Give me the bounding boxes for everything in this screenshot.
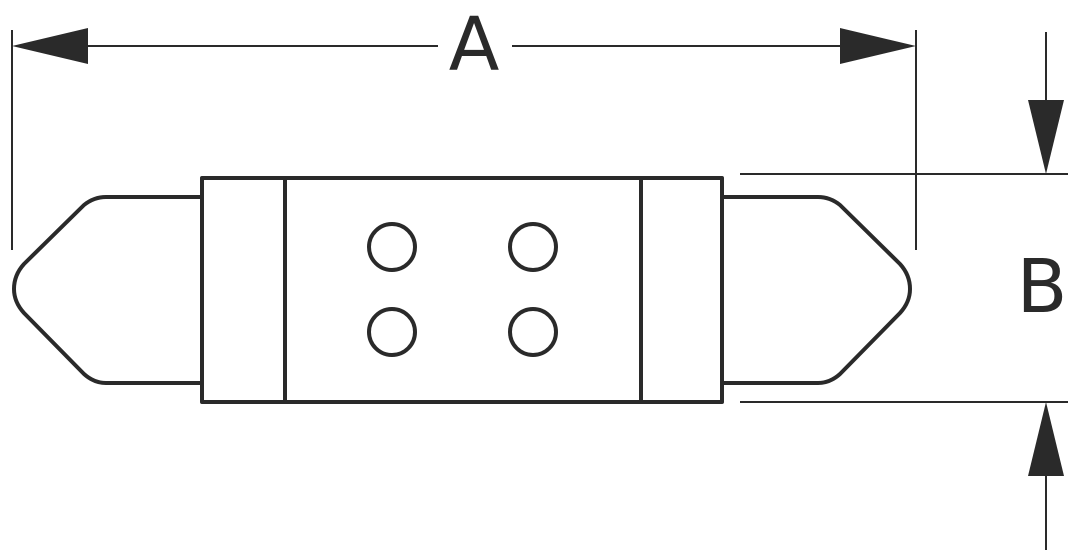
led-chip bbox=[508, 307, 558, 357]
dimension-b bbox=[740, 32, 1068, 550]
dimension-label-b: B bbox=[1017, 244, 1068, 330]
dimension-a bbox=[11, 28, 917, 250]
arrowhead-a-left bbox=[12, 28, 88, 64]
dimension-label-a: A bbox=[449, 2, 500, 88]
right-end-cap bbox=[722, 195, 912, 385]
led-chip bbox=[367, 307, 417, 357]
bulb-body bbox=[200, 176, 724, 404]
led-chip bbox=[508, 222, 558, 272]
arrowhead-b-down bbox=[1028, 100, 1064, 174]
arrowhead-b-up bbox=[1028, 402, 1064, 476]
festoon-bulb bbox=[12, 176, 912, 404]
arrowhead-a-right bbox=[840, 28, 916, 64]
led-chip bbox=[367, 222, 417, 272]
left-end-cap bbox=[12, 195, 202, 385]
